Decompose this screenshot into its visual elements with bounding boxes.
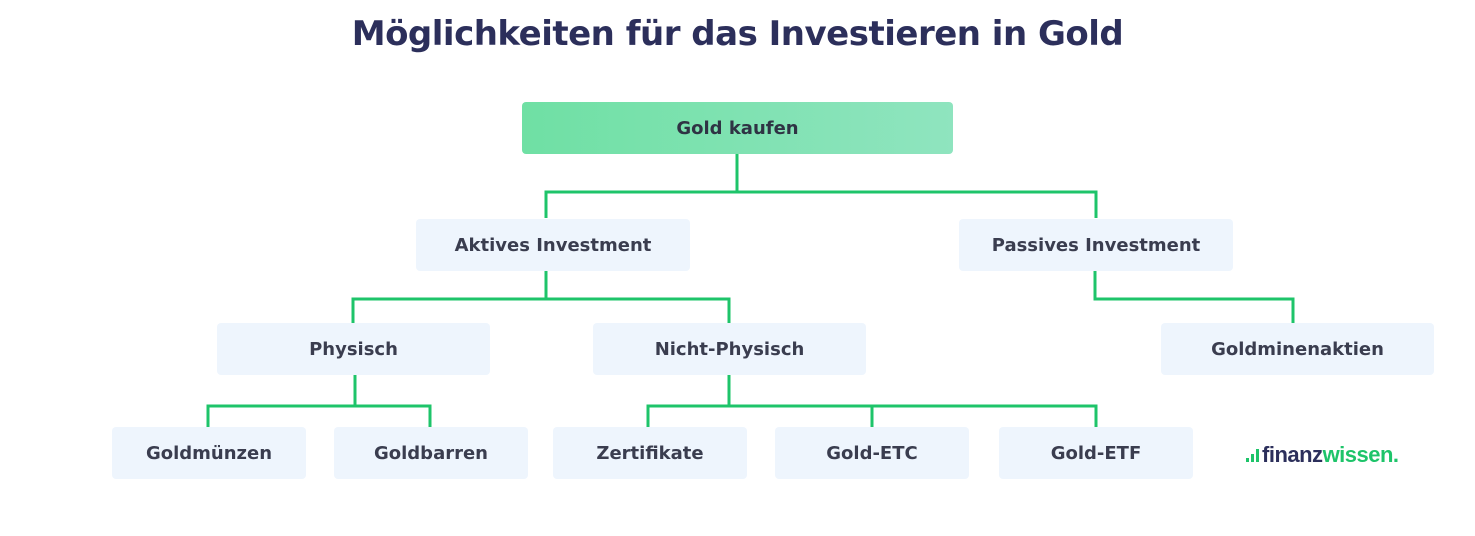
node-gold-kaufen: Gold kaufen: [522, 102, 953, 154]
node-nicht-physisch: Nicht-Physisch: [593, 323, 866, 375]
connector-passiv: [1093, 271, 1295, 323]
node-goldbarren: Goldbarren: [334, 427, 528, 479]
node-physisch: Physisch: [217, 323, 490, 375]
node-gold-etf: Gold-ETF: [999, 427, 1193, 479]
connector-root: [544, 154, 1098, 218]
logo-text-part1: finanz: [1262, 442, 1323, 467]
node-goldminenaktien: Goldminenaktien: [1161, 323, 1434, 375]
connector-nicht-physisch: [646, 375, 1098, 427]
bars-icon: [1246, 448, 1259, 462]
connector-physisch: [206, 375, 432, 427]
finanzwissen-logo: finanz wissen.: [1246, 440, 1399, 470]
node-passives-investment: Passives Investment: [959, 219, 1233, 271]
diagram-title: Möglichkeiten für das Investieren in Gol…: [351, 14, 1124, 54]
connector-aktiv: [351, 271, 731, 323]
node-gold-etc: Gold-ETC: [775, 427, 969, 479]
node-zertifikate: Zertifikate: [553, 427, 747, 479]
logo-text-part2: wissen.: [1322, 442, 1399, 467]
node-goldmuenzen: Goldmünzen: [112, 427, 306, 479]
node-aktives-investment: Aktives Investment: [416, 219, 690, 271]
